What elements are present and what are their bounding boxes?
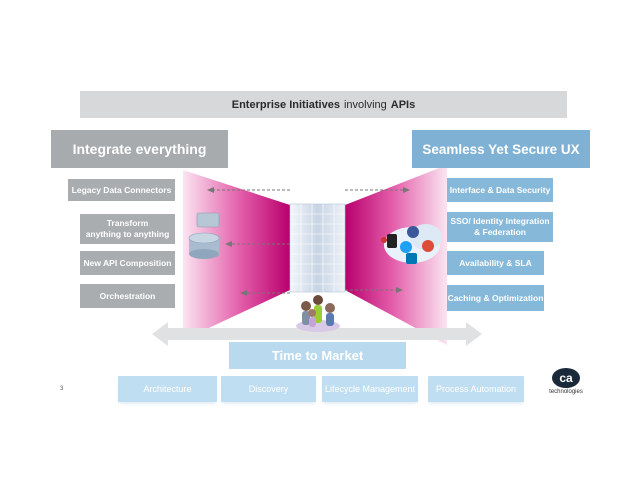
database-icon [188, 212, 220, 259]
banner-bold: Enterprise Initiatives [231, 98, 340, 111]
right-item-interface-data-security: Interface & Data Security [447, 178, 553, 202]
left-item-orchestration: Orchestration [80, 284, 175, 308]
people-group-icon [296, 295, 340, 332]
bottom-item-process-automation: Process Automation [428, 376, 524, 402]
social-cloud-icon [381, 224, 442, 264]
right-item-caching-optimization: Caching & Optimization [447, 285, 544, 311]
left-item-new-api-composition: New API Composition [80, 251, 175, 275]
banner-end: APIs [390, 98, 416, 111]
banner-mid: involving [343, 98, 387, 111]
time-arrow [152, 322, 482, 346]
ca-logo-icon: ca [552, 368, 580, 388]
left-item-legacy-data-connectors: Legacy Data Connectors [68, 179, 175, 201]
left-item-transform: Transform anything to anything [80, 214, 175, 244]
bottom-item-architecture: Architecture [118, 376, 217, 402]
banner-title: Enterprise Initiatives involving APIs [80, 91, 567, 118]
logo-mark: ca [559, 371, 573, 385]
right-item-availability-sla: Availability & SLA [447, 251, 544, 275]
left-funnel [183, 170, 290, 340]
time-to-market-label: Time to Market [229, 342, 406, 369]
bottom-item-lifecycle-management: Lifecycle Management [322, 376, 418, 402]
logo-tagline: technologies [549, 389, 583, 395]
center-building [289, 203, 346, 293]
page-number: 3 [60, 386, 64, 392]
right-item-sso-identity: SSO/ Identity Integration & Federation [447, 212, 553, 242]
right-header: Seamless Yet Secure UX [412, 130, 590, 168]
left-header: Integrate everything [51, 130, 228, 168]
bottom-item-discovery: Discovery [221, 376, 316, 402]
